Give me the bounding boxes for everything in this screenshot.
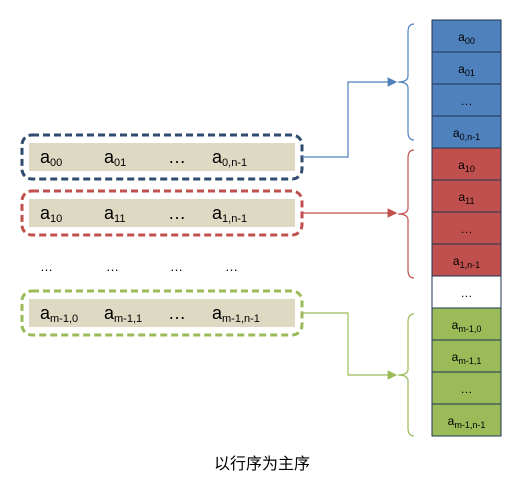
memory-cell: a0,n-1: [431, 115, 502, 149]
matrix-row-ellipsis: … … … …: [40, 259, 238, 274]
memory-cell: …: [431, 211, 502, 245]
memory-cell: …: [431, 275, 502, 309]
group-connector: [302, 312, 415, 437]
brace: [397, 313, 415, 437]
memory-cell: a11: [431, 179, 502, 213]
matrix-element: …: [168, 147, 186, 167]
matrix-element: …: [168, 303, 186, 323]
memory-cell-box: [431, 339, 502, 373]
memory-cell-label: …: [461, 94, 473, 108]
group-connector: [302, 23, 415, 158]
connector-arrow: [302, 312, 398, 380]
row-band: [29, 143, 295, 171]
memory-cell: a1,n-1: [431, 243, 502, 277]
memory-cell: …: [431, 371, 502, 405]
memory-cell-box: [431, 307, 502, 341]
memory-cell: am-1,1: [431, 339, 502, 373]
matrix-element: …: [170, 259, 183, 274]
row-band: [29, 299, 295, 327]
matrix-element: …: [106, 259, 119, 274]
memory-cell-box: [431, 403, 502, 437]
matrix-element: …: [40, 259, 53, 274]
memory-cell-label: …: [461, 382, 473, 396]
row-band: [29, 199, 295, 227]
memory-cell-label: …: [461, 286, 473, 300]
connector-arrow: [302, 77, 398, 158]
group-connector: [302, 149, 415, 279]
diagram-caption: 以行序为主序: [214, 454, 310, 473]
memory-cell-box: [431, 115, 502, 149]
matrix-element: …: [225, 259, 238, 274]
memory-cell-box: [431, 211, 502, 245]
brace: [397, 149, 415, 279]
matrix-element: …: [168, 203, 186, 223]
memory-cell-box: [431, 83, 502, 117]
memory-cell: a01: [431, 51, 502, 85]
connectors: [302, 23, 415, 437]
memory-cell-box: [431, 179, 502, 213]
memory-cell-box: [431, 275, 502, 309]
brace: [397, 23, 415, 141]
memory-cell: a00: [431, 19, 502, 53]
memory-cell-label: …: [461, 222, 473, 236]
memory-cell: am-1,n-1: [431, 403, 502, 437]
memory-cell: a10: [431, 147, 502, 181]
memory-cell-box: [431, 147, 502, 181]
memory-cell: am-1,0: [431, 307, 502, 341]
memory-cell-box: [431, 371, 502, 405]
memory-cell: …: [431, 83, 502, 117]
